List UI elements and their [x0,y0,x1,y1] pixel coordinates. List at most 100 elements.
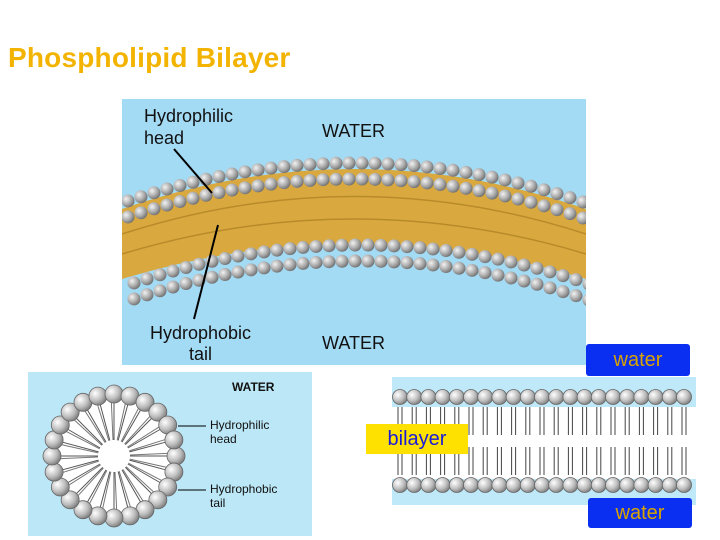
head-bead [167,264,180,277]
head-bead [252,179,265,192]
flat-head [449,478,464,493]
head-bead [414,241,427,254]
head-bead [375,239,388,252]
head-bead [388,255,401,268]
water-bottom-label: WATER [322,333,385,354]
flat-head [435,478,450,493]
flat-head [549,478,564,493]
flat-head [492,478,507,493]
curved-bilayer-diagram: Hydrophilic head WATER Hydrophobic tail … [122,99,586,365]
head-bead [401,256,414,269]
flat-head [520,478,535,493]
micelle-head [165,431,183,449]
flat-head [620,478,635,493]
flat-head [449,390,464,405]
head-bead [239,181,252,194]
micelle-head [45,463,63,481]
head-bead [473,184,486,197]
water-top-callout: water [586,344,690,376]
head-bead [336,255,349,268]
head-bead [557,285,570,298]
head-bead [479,250,492,263]
head-bead [369,157,382,170]
flat-head [407,390,422,405]
head-bead [453,262,466,275]
head-bead [434,178,447,191]
head-bead [180,277,193,290]
head-bead [213,170,226,183]
head-bead [395,158,408,171]
head-bead [408,159,421,172]
head-bead [544,265,557,278]
head-bead [570,289,583,302]
head-bead [148,202,161,215]
head-bead [518,274,531,287]
head-bead [492,269,505,282]
head-bead [356,157,369,170]
head-bead [297,241,310,254]
flat-head [435,390,450,405]
flat-head [421,478,436,493]
page-title: Phospholipid Bilayer [8,42,290,74]
micelle-head [105,509,123,527]
head-bead [538,183,551,196]
head-bead [330,157,343,170]
head-bead [486,187,499,200]
hydrophilic-head-label: Hydrophilic head [144,105,233,149]
flat-head [393,478,408,493]
head-bead [473,168,486,181]
flat-head [577,478,592,493]
water-top-label: WATER [322,121,385,142]
head-bead [512,176,525,189]
head-bead [278,176,291,189]
head-bead [564,207,577,220]
head-bead [291,159,304,172]
micelle-head [89,387,107,405]
head-bead [128,276,141,289]
head-bead [499,173,512,186]
head-bead [505,255,518,268]
head-bead [141,272,154,285]
flat-head [549,390,564,405]
head-bead [401,240,414,253]
head-bead [219,268,232,281]
head-bead [538,199,551,212]
flat-head [520,390,535,405]
head-bead [226,168,239,181]
head-bead [336,239,349,252]
flat-head [677,390,692,405]
head-bead [421,160,434,173]
flat-head [677,478,692,493]
head-bead [226,184,239,197]
head-bead [440,260,453,273]
flat-head [563,390,578,405]
flat-head [648,390,663,405]
flat-head [407,478,422,493]
head-bead [447,164,460,177]
head-bead [466,248,479,261]
head-bead [362,239,375,252]
flat-head [464,478,479,493]
head-bead [304,158,317,171]
head-bead [310,256,323,269]
head-bead [239,165,252,178]
head-bead [284,242,297,255]
flat-head [662,478,677,493]
micelle-head [43,447,61,465]
flat-head [591,390,606,405]
flat-head [606,390,621,405]
head-bead [356,173,369,186]
head-bead [525,180,538,193]
head-bead [479,266,492,279]
head-bead [382,157,395,170]
head-bead [317,157,330,170]
head-bead [135,206,148,219]
head-bead [421,176,434,189]
head-bead [525,196,538,209]
head-bead [128,292,141,305]
head-bead [343,157,356,170]
hydrophobic-tail-label: Hydrophobic tail [150,323,251,365]
flat-head [393,390,408,405]
head-bead [408,175,421,188]
head-bead [460,166,473,179]
